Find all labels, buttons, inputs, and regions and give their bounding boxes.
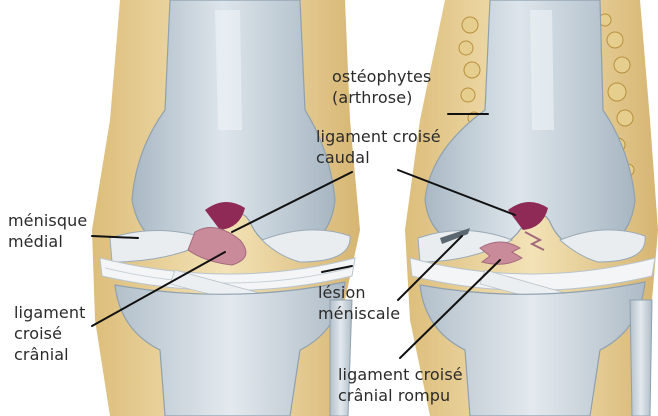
left-knee — [92, 0, 360, 416]
label-lcr-left-line1: ligament — [14, 302, 86, 323]
label-caudal-cruciate-ligament: ligament croisé caudal — [316, 126, 441, 168]
label-lcc-line2: caudal — [316, 147, 441, 168]
label-lcr-left-line3: crânial — [14, 344, 86, 365]
label-lcr-right-line2: crânial rompu — [338, 385, 463, 406]
right-knee — [405, 0, 658, 416]
label-lcc-line1: ligament croisé — [316, 126, 441, 147]
label-menisque-line1: ménisque — [8, 210, 87, 231]
label-ruptured-cranial-ligament: ligament croisé crânial rompu — [338, 364, 463, 406]
label-osteophytes-line2: (arthrose) — [332, 87, 431, 108]
label-lesion-line2: méniscale — [318, 303, 400, 324]
label-menisque-line2: médial — [8, 231, 87, 252]
label-lcr-right-line1: ligament croisé — [338, 364, 463, 385]
label-lcr-left-line2: croisé — [14, 323, 86, 344]
label-osteophytes: ostéophytes (arthrose) — [332, 66, 431, 108]
label-osteophytes-line1: ostéophytes — [332, 66, 431, 87]
label-cranial-cruciate-ligament: ligament croisé crânial — [14, 302, 86, 365]
label-medial-meniscus: ménisque médial — [8, 210, 87, 252]
label-lesion-line1: lésion — [318, 282, 400, 303]
label-meniscal-lesion: lésion méniscale — [318, 282, 400, 324]
